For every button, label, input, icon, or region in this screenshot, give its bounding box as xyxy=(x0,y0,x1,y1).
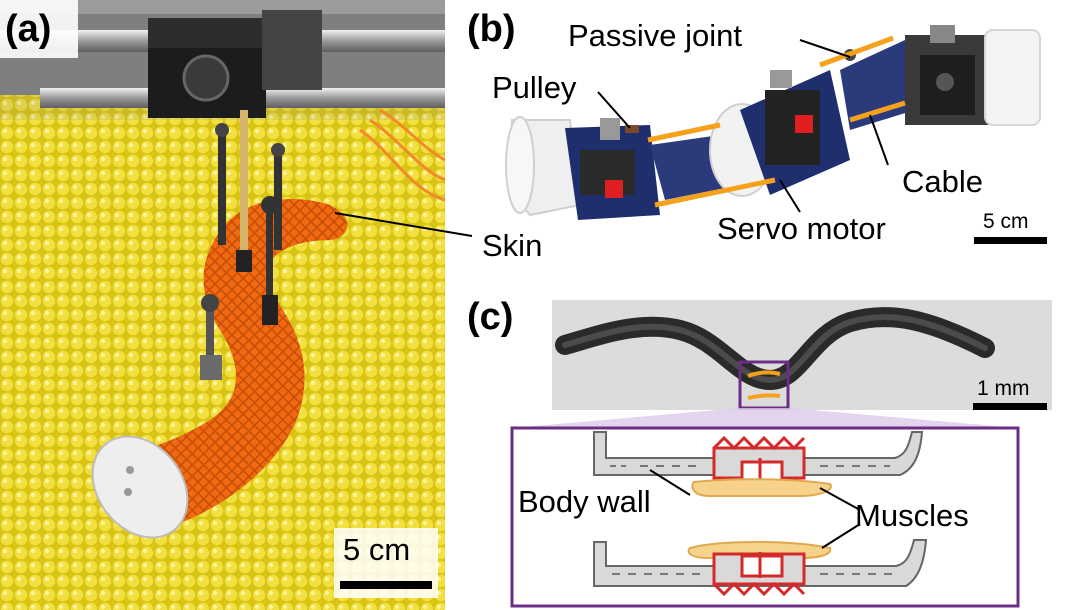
support-rod xyxy=(240,110,248,270)
end-cap xyxy=(91,435,189,539)
support-rod xyxy=(206,305,214,365)
scale-bar-a xyxy=(340,581,432,589)
cable-callout-line xyxy=(869,114,889,166)
support-rod xyxy=(266,205,273,310)
passive-joint-label: Passive joint xyxy=(568,18,743,53)
cable xyxy=(647,122,721,143)
muscle-top xyxy=(691,478,832,497)
cable-label: Cable xyxy=(902,164,983,199)
pulley xyxy=(600,118,620,140)
cable xyxy=(654,177,776,208)
muscles-callout-line xyxy=(819,487,861,511)
pulley-callout-line xyxy=(597,91,631,129)
panel-label-a: (a) xyxy=(5,8,52,50)
scale-text-a: 5 cm xyxy=(343,532,411,567)
passive-joint-callout-line xyxy=(799,39,851,58)
support-rod xyxy=(274,150,282,250)
skin-callout-line xyxy=(334,212,473,237)
scale-text-b: 5 cm xyxy=(983,210,1029,233)
support-rod xyxy=(218,130,226,245)
scale-text-c: 1 mm xyxy=(977,377,1030,400)
panel-label-b: (b) xyxy=(467,8,516,50)
robot-end-cap xyxy=(984,29,1041,126)
muscles-label: Muscles xyxy=(855,498,969,533)
skin-label: Skin xyxy=(482,228,543,263)
robot-skin xyxy=(105,199,348,526)
body-wall-top xyxy=(593,431,924,476)
servo-motor-label: Servo motor xyxy=(717,211,886,246)
cable xyxy=(819,35,894,68)
body-wall-callout-line xyxy=(649,469,691,496)
cable xyxy=(849,100,906,123)
zoom-fan xyxy=(512,408,1018,428)
servo-callout-line xyxy=(779,179,801,213)
body-wall-label: Body wall xyxy=(518,484,651,519)
scale-bar-b xyxy=(974,237,1047,244)
muscles-callout-line xyxy=(821,523,861,549)
scale-bar-c xyxy=(973,403,1047,410)
panel-label-c: (c) xyxy=(467,296,514,338)
pulley-label: Pulley xyxy=(492,70,577,105)
